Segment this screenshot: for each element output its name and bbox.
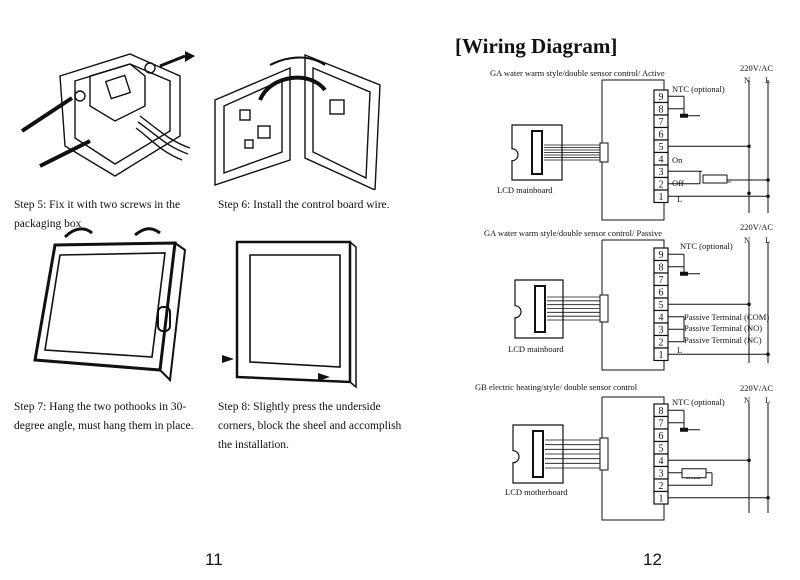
diagram2-l: L — [765, 235, 771, 245]
terminal-number: 6 — [659, 130, 664, 141]
page-number-left: 11 — [205, 550, 223, 569]
terminal-number: 8 — [659, 406, 664, 417]
diagram3-board-label: LCD motherboard — [505, 487, 568, 497]
step7-illustration — [33, 227, 187, 383]
terminal-number: 3 — [659, 469, 664, 480]
step8-caption: Step 8: Slightly press the underside cor… — [218, 401, 402, 451]
cable-plug — [599, 437, 609, 471]
ntc-sensor — [680, 427, 688, 432]
diagram1-n: N — [744, 75, 751, 85]
diagram1-off: Off — [672, 178, 684, 188]
terminal-number: 6 — [659, 288, 664, 299]
terminal-number: 1 — [659, 494, 664, 505]
cable-plug — [599, 142, 609, 163]
terminal-number: 2 — [659, 481, 664, 492]
diagram3-n: N — [744, 395, 751, 405]
terminal-number: 4 — [659, 155, 664, 166]
housing-outline — [601, 79, 665, 221]
step8-illustration — [222, 240, 357, 389]
junction-dot — [766, 178, 770, 182]
diagram1-board-label: LCD mainboard — [497, 185, 553, 195]
ntc-sensor — [680, 271, 688, 276]
board-connector — [534, 285, 546, 333]
diagram2-no: Passive Terminal (NO) — [684, 323, 763, 333]
junction-dot — [766, 495, 770, 500]
ntc-sensor — [680, 113, 688, 118]
page-number-right: 12 — [643, 550, 662, 569]
junction-dot — [747, 144, 751, 149]
terminal-number: 1 — [659, 192, 664, 203]
junction-dot — [747, 191, 751, 196]
diagram1-ntc: NTC (optional) — [672, 84, 725, 94]
diagram1-heading: GA water warm style/double sensor contro… — [490, 68, 665, 78]
diagram1-l-label: L — [677, 194, 683, 204]
terminal-number: 8 — [659, 105, 664, 116]
lcd-board — [514, 279, 564, 339]
junction-dot — [747, 302, 751, 307]
housing-outline — [601, 396, 665, 521]
load-box — [681, 468, 707, 479]
diagram3-supply: 220V/AC — [740, 383, 774, 393]
step6-caption: Step 6: Install the control board wire. — [218, 199, 390, 211]
terminal-number: 2 — [659, 180, 664, 191]
terminal-number: 5 — [659, 444, 664, 455]
housing-outline — [601, 239, 665, 371]
junction-dot — [747, 458, 751, 463]
terminal-number: 3 — [659, 325, 664, 336]
diagram2-n: N — [744, 235, 751, 245]
diagram2-board-label: LCD mainboard — [508, 344, 564, 354]
diagram2-supply: 220V/AC — [740, 222, 774, 232]
terminal-number: 8 — [659, 263, 664, 274]
diagram2-com: Passive Terminal (COM) — [684, 312, 770, 322]
board-connector — [532, 430, 544, 478]
terminal-number: 7 — [659, 419, 664, 430]
board-connector — [531, 130, 543, 175]
terminal-number: 4 — [659, 456, 664, 467]
diagram2-heading: GA water warm style/double sensor contro… — [484, 228, 662, 238]
junction-dot — [766, 352, 770, 357]
terminal-number: 9 — [659, 92, 664, 103]
terminal-number: 1 — [659, 350, 664, 361]
junction-dot — [766, 194, 770, 199]
cable-plug — [599, 294, 609, 323]
terminal-number: 5 — [659, 142, 664, 153]
diagram1-supply: 220V/AC — [740, 63, 774, 73]
motorized-valve — [702, 174, 728, 184]
terminal-number: 7 — [659, 117, 664, 128]
diagram2-l-label: L — [677, 345, 683, 355]
diagram2-nc: Passive Terminal (NC) — [684, 335, 762, 345]
terminal-number: 4 — [659, 313, 664, 324]
terminal-number: 7 — [659, 275, 664, 286]
step5-caption: Step 5: Fix it with two screws in the pa… — [14, 199, 181, 230]
terminal-number: 5 — [659, 300, 664, 311]
step6-illustration — [214, 53, 381, 190]
diagram2-ntc: NTC (optional) — [680, 241, 733, 251]
lcd-board — [512, 424, 564, 484]
page-title: [Wiring Diagram] — [455, 34, 618, 58]
step5-illustration — [20, 51, 195, 177]
terminal-number: 6 — [659, 431, 664, 442]
lcd-board — [511, 124, 563, 181]
diagram3-heading: GB electric heating/style/ double sensor… — [475, 382, 638, 392]
diagram1-on: On — [672, 155, 683, 165]
terminal-number: 9 — [659, 250, 664, 261]
terminal-number: 3 — [659, 167, 664, 178]
step7-caption: Step 7: Hang the two pothooks in 30-degr… — [14, 401, 194, 432]
terminal-number: 2 — [659, 338, 664, 349]
diagram3-l: L — [765, 395, 771, 405]
diagram3-ntc: NTC (optional) — [672, 397, 725, 407]
